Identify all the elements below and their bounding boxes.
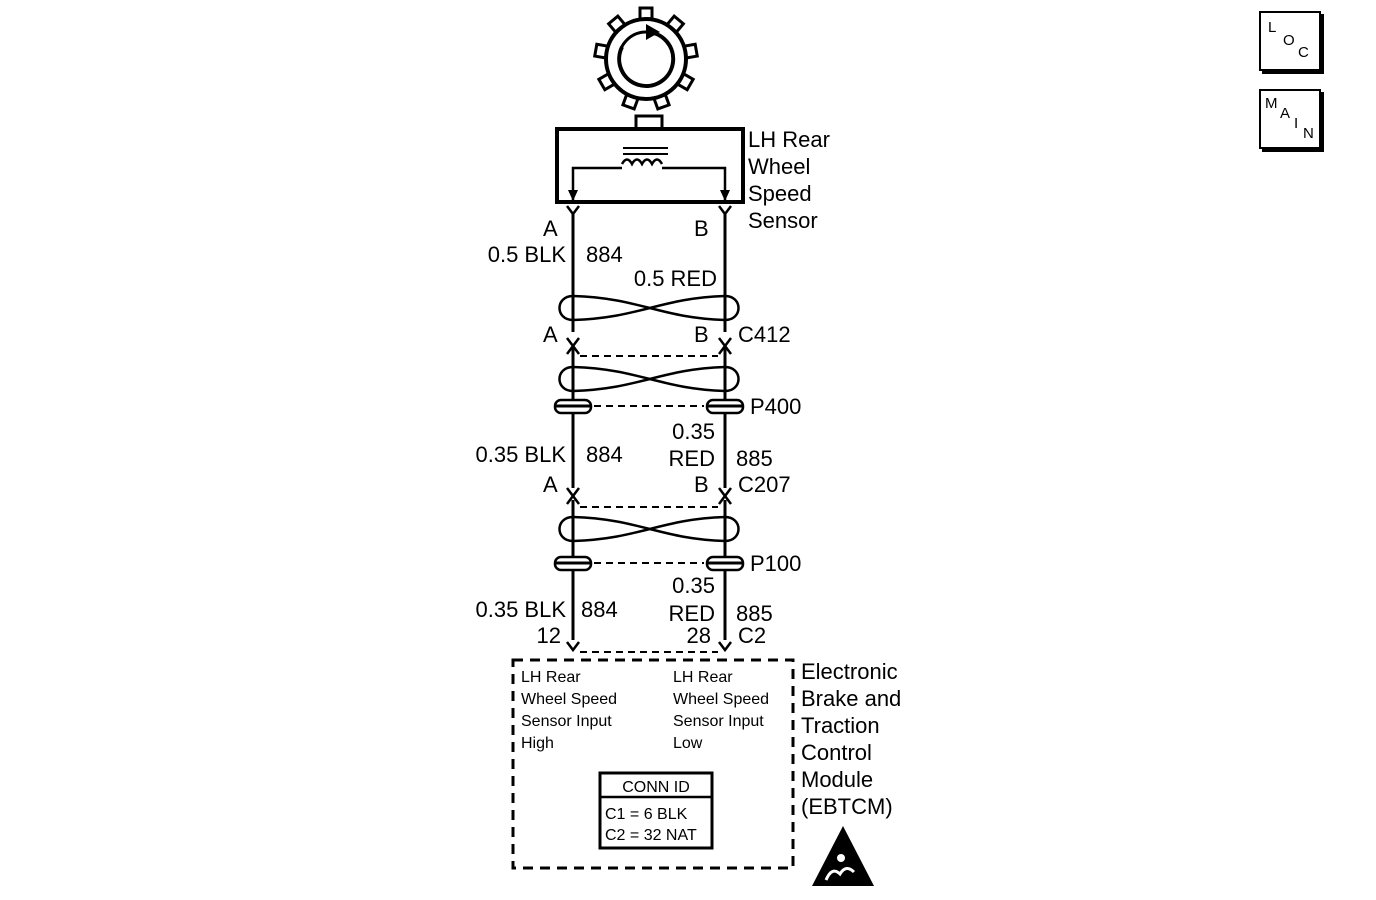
conn-id-row-1: C1 = 6 BLK bbox=[605, 806, 688, 823]
c412-pin-b: B bbox=[694, 322, 709, 347]
main-button[interactable]: M A I N bbox=[1259, 89, 1321, 149]
connector-marks bbox=[566, 205, 732, 653]
main-letter-a: A bbox=[1280, 105, 1291, 122]
c412-name: C412 bbox=[738, 322, 791, 347]
module-label-line-6: (EBTCM) bbox=[801, 794, 893, 819]
p400-grommet bbox=[553, 398, 745, 415]
c207-pin-a: A bbox=[543, 472, 558, 497]
esd-warning-icon bbox=[812, 826, 874, 886]
ebtcm-module-box bbox=[511, 658, 795, 870]
wheel-speed-sensor bbox=[555, 114, 745, 204]
module-label-line-4: Control bbox=[801, 740, 872, 765]
sensor-label-line-1: LH Rear bbox=[748, 127, 830, 152]
c2-pin-28: 28 bbox=[687, 623, 711, 648]
c207-name: C207 bbox=[738, 472, 791, 497]
input-high-line-4: High bbox=[521, 735, 554, 752]
circuit-884-seg3: 884 bbox=[581, 597, 618, 622]
input-high-line-1: LH Rear bbox=[521, 669, 581, 686]
p400-name: P400 bbox=[750, 394, 801, 419]
c207-pin-b: B bbox=[694, 472, 709, 497]
main-letter-m: M bbox=[1265, 95, 1278, 112]
wire-label-seg3-left: 0.35 BLK bbox=[475, 597, 566, 622]
input-low-line-2: Wheel Speed bbox=[673, 691, 769, 708]
p100-name: P100 bbox=[750, 551, 801, 576]
wire-label-seg1-left: 0.5 BLK bbox=[488, 242, 567, 267]
sensor-label-line-4: Sensor bbox=[748, 208, 818, 233]
c2-name: C2 bbox=[738, 623, 766, 648]
twisted-pair-3 bbox=[558, 515, 740, 543]
main-letter-i: I bbox=[1294, 115, 1299, 132]
circuit-885-seg2: 885 bbox=[736, 446, 773, 471]
module-label-line-5: Module bbox=[801, 767, 873, 792]
module-label-line-3: Traction bbox=[801, 713, 880, 738]
input-high-line-3: Sensor Input bbox=[521, 713, 612, 730]
twisted-pair-2 bbox=[558, 365, 740, 393]
tone-wheel-icon bbox=[592, 6, 700, 111]
main-letter-n: N bbox=[1303, 125, 1314, 142]
circuit-884-seg1: 884 bbox=[586, 242, 623, 267]
module-label-line-1: Electronic bbox=[801, 659, 898, 684]
c412-pin-a: A bbox=[543, 322, 558, 347]
input-high-line-2: Wheel Speed bbox=[521, 691, 617, 708]
wire-label-seg3-right-gauge: 0.35 bbox=[672, 573, 715, 598]
twisted-pair-1 bbox=[558, 294, 740, 322]
module-label-line-2: Brake and bbox=[801, 686, 901, 711]
p100-grommet bbox=[553, 555, 745, 572]
wire-label-seg2-right-gauge: 0.35 bbox=[672, 419, 715, 444]
conn-id-box bbox=[598, 771, 714, 850]
wire-label-seg2-right-color: RED bbox=[669, 446, 715, 471]
wire-label-seg2-left: 0.35 BLK bbox=[475, 442, 566, 467]
sensor-pin-a: A bbox=[543, 216, 558, 241]
sensor-pin-b: B bbox=[694, 216, 709, 241]
loc-letter-o: O bbox=[1283, 32, 1295, 49]
loc-button[interactable]: L O C bbox=[1259, 11, 1321, 71]
conn-id-row-2: C2 = 32 NAT bbox=[605, 827, 697, 844]
circuit-884-seg2: 884 bbox=[586, 442, 623, 467]
c2-pin-12: 12 bbox=[537, 623, 561, 648]
circuit-885-seg3: 885 bbox=[736, 601, 773, 626]
wire-label-seg1-right: 0.5 RED bbox=[634, 266, 717, 291]
loc-letter-c: C bbox=[1298, 44, 1309, 61]
conn-id-title: CONN ID bbox=[622, 779, 690, 796]
loc-letter-l: L bbox=[1268, 19, 1277, 36]
sensor-label-line-2: Wheel bbox=[748, 154, 810, 179]
wire-label-seg3-right-color: RED bbox=[669, 601, 715, 626]
input-low-line-1: LH Rear bbox=[673, 669, 733, 686]
input-low-line-4: Low bbox=[673, 735, 703, 752]
sensor-label-line-3: Speed bbox=[748, 181, 812, 206]
input-low-line-3: Sensor Input bbox=[673, 713, 764, 730]
